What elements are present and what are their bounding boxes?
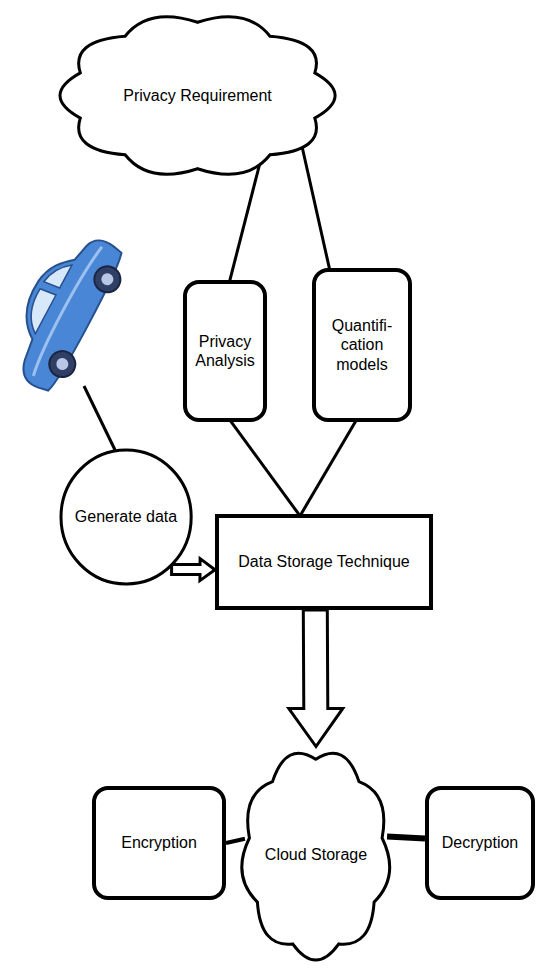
process-box: Data Storage Technique	[215, 514, 433, 610]
node-label: Quantifi- cation models	[320, 316, 404, 374]
connector	[387, 837, 425, 839]
node-label: Privacy Analysis	[191, 332, 259, 370]
node-label: Decryption	[442, 833, 518, 852]
node-label: Cloud Storage	[265, 845, 367, 864]
car-link-line	[84, 386, 116, 452]
process-box: Encryption	[92, 786, 226, 900]
process-box: Quantifi- cation models	[312, 268, 412, 422]
process-box: Privacy Analysis	[183, 280, 267, 422]
connector	[172, 559, 215, 581]
connector	[229, 159, 261, 283]
connector	[302, 145, 330, 272]
storage-cloud: Cloud Storage	[235, 742, 397, 967]
car-icon	[0, 222, 134, 398]
requirement-cloud: Privacy Requirement	[53, 8, 342, 183]
connector	[300, 419, 357, 516]
node-label: Privacy Requirement	[123, 86, 272, 105]
process-circle: Generate data	[59, 448, 193, 586]
connector	[226, 839, 245, 843]
connector	[229, 419, 300, 516]
process-box: Decryption	[425, 786, 535, 900]
node-label: Generate data	[75, 507, 177, 526]
connector	[289, 610, 343, 747]
node-label: Data Storage Technique	[238, 552, 409, 571]
node-label: Encryption	[121, 833, 197, 852]
